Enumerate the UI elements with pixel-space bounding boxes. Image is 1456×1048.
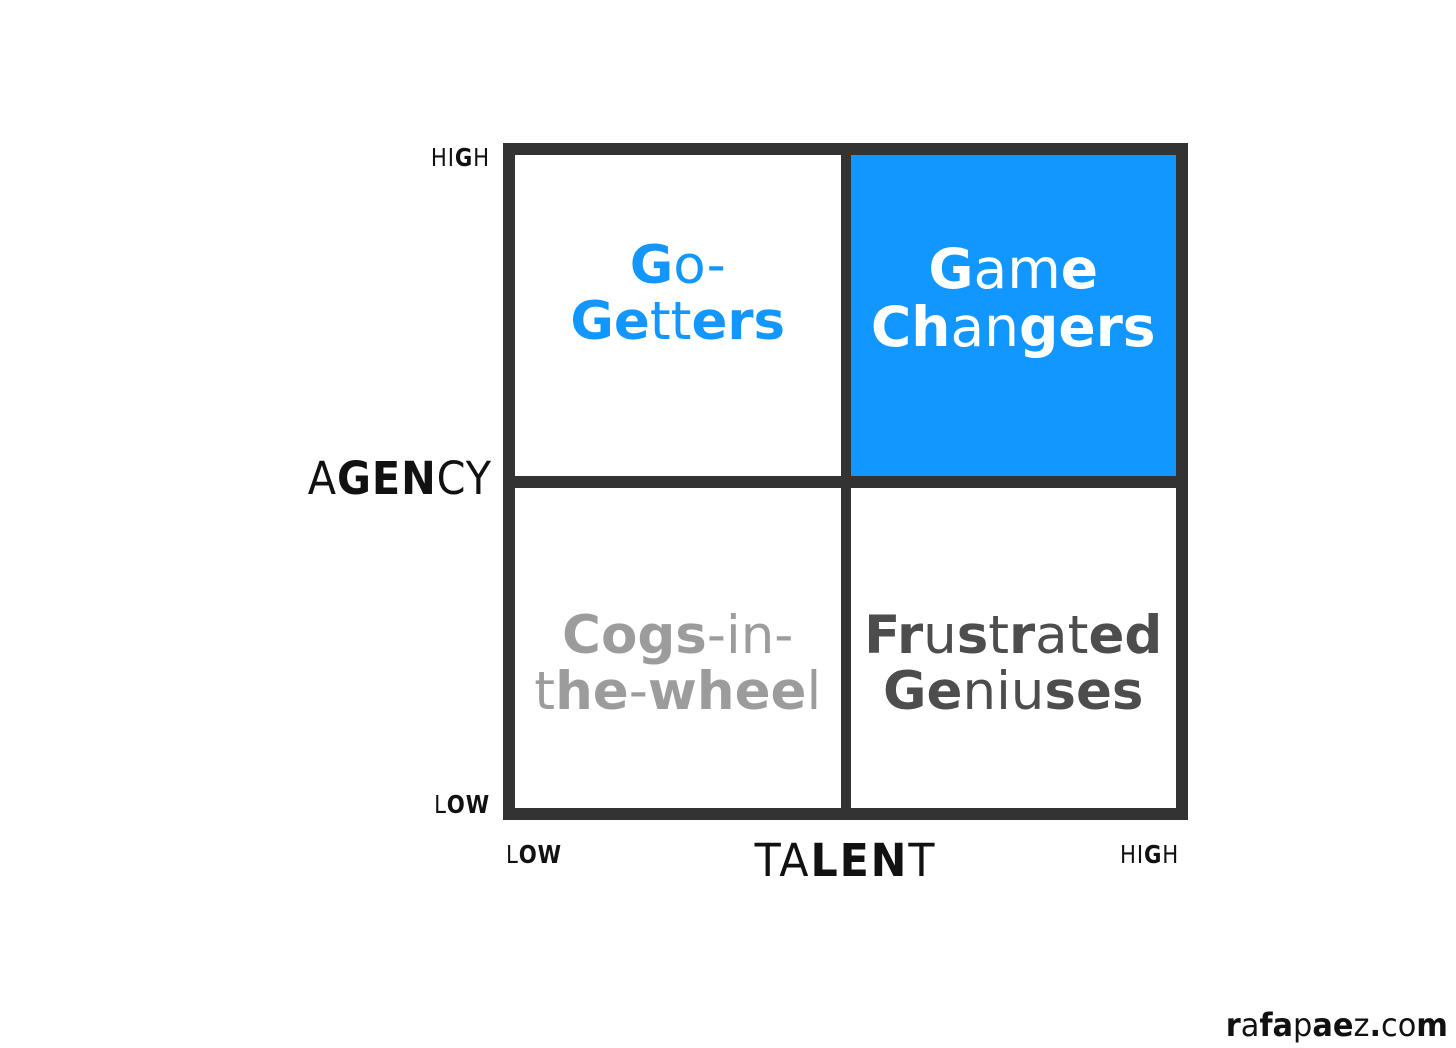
quadrant-game-changers[interactable]: Game Changers: [845, 155, 1176, 482]
quadrant-matrix: Go- Getters Game Changers Cogs-in- the-w…: [503, 143, 1188, 820]
quadrant-frustrated-geniuses-line2: Geniuses: [883, 660, 1144, 722]
quadrant-frustrated-geniuses[interactable]: Frustrated Geniuses: [845, 481, 1176, 808]
quadrant-frustrated-geniuses-label: Frustrated Geniuses: [858, 604, 1168, 722]
quadrant-cogs-in-the-wheel-label: Cogs-in- the-wheel: [528, 604, 827, 722]
quadrant-cogs-in-the-wheel-line2: the-wheel: [534, 660, 822, 722]
site-watermark: rafapaez.com: [1225, 1006, 1448, 1044]
quadrant-game-changers-line2: Changers: [870, 295, 1156, 360]
quadrant-game-changers-label: Game Changers: [865, 240, 1162, 357]
quadrant-cogs-in-the-wheel-line1: Cogs-in-: [562, 604, 794, 666]
quadrant-frustrated-geniuses-line1: Frustrated: [864, 604, 1163, 666]
y-axis-tick-high: HIGH: [430, 143, 490, 172]
x-axis-label: TALENT: [754, 834, 937, 887]
y-axis-tick-low: LOW: [434, 790, 490, 819]
quadrant-go-getters-line2: Getters: [570, 291, 786, 353]
quadrant-go-getters[interactable]: Go- Getters: [515, 155, 846, 482]
x-axis-tick-high: HIGH: [1120, 840, 1180, 869]
quadrant-go-getters-label: Go- Getters: [564, 235, 791, 353]
quadrant-cogs-in-the-wheel[interactable]: Cogs-in- the-wheel: [515, 481, 846, 808]
quadrant-game-changers-line1: Game: [928, 236, 1099, 301]
quadrant-go-getters-line1: Go-: [629, 235, 726, 297]
x-axis-tick-low: LOW: [506, 840, 562, 869]
y-axis-label: AGENCY: [307, 452, 492, 505]
